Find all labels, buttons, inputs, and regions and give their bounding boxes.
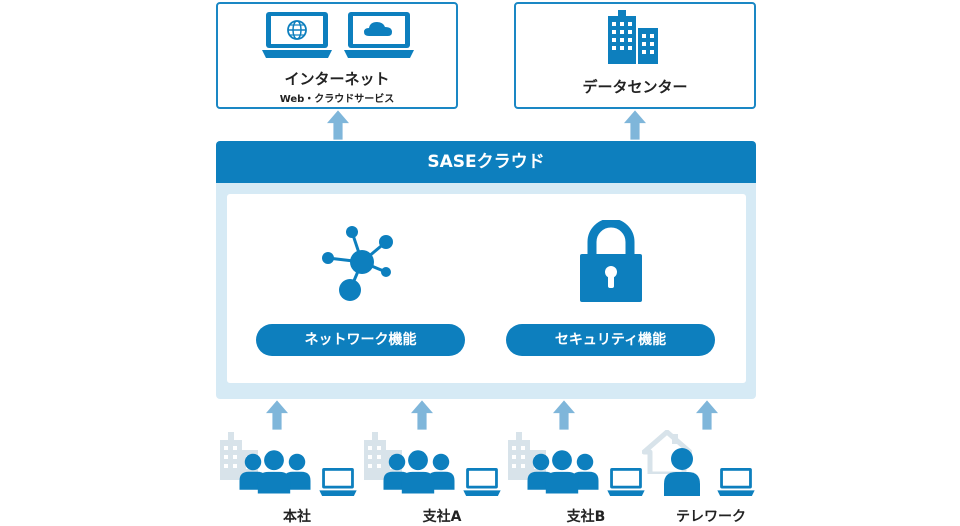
internet-subtitle: Web・クラウドサービス [279, 94, 395, 105]
people-group-icon [239, 450, 311, 494]
arrow-up-icon [553, 400, 575, 430]
laptop-icon [319, 468, 357, 496]
laptop-icon [717, 468, 755, 496]
network-hub-icon [322, 226, 393, 301]
site-label-head-office: 本社 [283, 509, 311, 525]
padlock-icon [580, 220, 642, 302]
internet-box: インターネット Web・クラウドサービス [216, 2, 458, 109]
network-function-pill: ネットワーク機能 [256, 324, 465, 356]
arrow-up-icon [624, 110, 646, 140]
sase-cloud-header: SASEクラウド [216, 141, 756, 183]
laptop-globe-icon [262, 12, 332, 58]
security-function-pill: セキュリティ機能 [506, 324, 715, 356]
laptop-icon [463, 468, 501, 496]
datacenter-title: データセンター [582, 78, 688, 96]
laptop-cloud-icon [344, 12, 414, 58]
site-label-telework: テレワーク [676, 509, 746, 525]
arrow-up-icon [696, 400, 718, 430]
person-icon [662, 446, 702, 496]
site-label-branch-a: 支社A [422, 509, 462, 525]
internet-title: インターネット [284, 70, 390, 88]
people-group-icon [383, 450, 455, 494]
arrow-up-icon [266, 400, 288, 430]
people-group-icon [527, 450, 599, 494]
building-icon [608, 10, 658, 64]
arrow-up-icon [411, 400, 433, 430]
datacenter-box: データセンター [514, 2, 756, 109]
arrow-up-icon [327, 110, 349, 140]
site-label-branch-b: 支社B [566, 509, 606, 525]
laptop-icon [607, 468, 645, 496]
